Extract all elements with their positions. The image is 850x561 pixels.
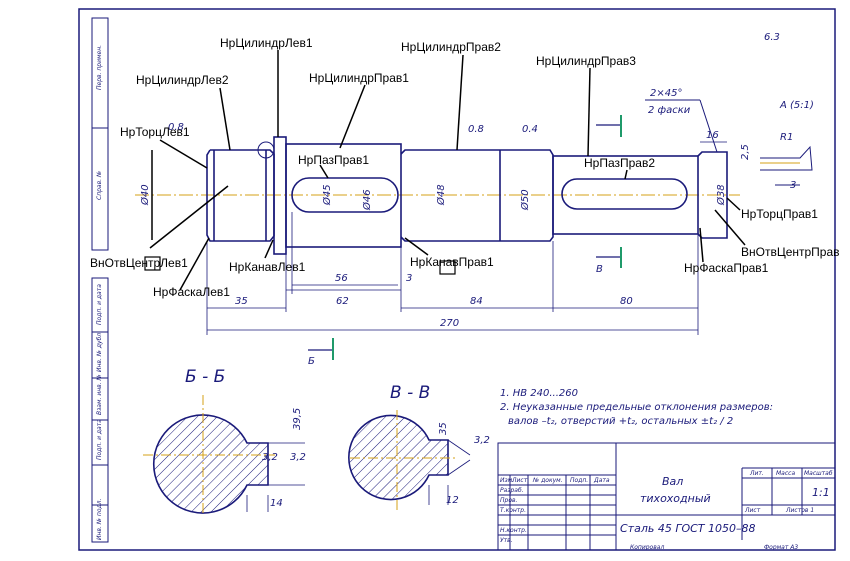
side-strip-label: Подп. и дата — [96, 284, 103, 325]
sec-b-r2: 3,2 — [290, 452, 306, 463]
side-strip-label: Инв. № дубл. — [96, 331, 103, 372]
callout-cyl-left1: НрЦилиндрЛев1 — [220, 36, 313, 50]
dia-right: Ø38 — [715, 184, 727, 206]
sec-v-h: 35 — [438, 422, 449, 435]
dimension-lines — [206, 141, 727, 335]
dim-16: 16 — [706, 130, 719, 141]
section-v-title: В - В — [390, 383, 430, 403]
dim-35: 35 — [235, 296, 248, 307]
sheet-frame — [78, 8, 836, 551]
tb-sheet: Лист — [744, 507, 761, 514]
sec-b-r: 3,2 — [262, 452, 278, 463]
cut-markers — [308, 124, 621, 351]
callout-center-hole-right: ВнОтвЦентрПрав — [741, 245, 840, 259]
tb-mass: Масса — [776, 470, 795, 477]
dim-25: 2,5 — [740, 144, 751, 160]
sec-b-w: 14 — [270, 498, 283, 509]
tb-row: № докум. — [532, 477, 563, 484]
callout-groove-right1: НрКанавПрав1 — [410, 255, 494, 269]
tb-sheets: Листов 1 — [785, 507, 814, 514]
tb-row: Подп. — [570, 477, 588, 484]
chamfer-note-top: 2×45° — [650, 88, 682, 99]
dim-3: 3 — [406, 273, 412, 284]
side-strip-label: Перв. примен. — [96, 45, 103, 90]
callout-leaders — [149, 50, 746, 291]
dim-270: 270 — [440, 318, 459, 329]
note-line: валов –t₂, отверстий +t₂, остальных ±t₂ … — [508, 416, 733, 427]
dim-56: 56 — [335, 273, 348, 284]
note-line: 1. НВ 240...260 — [500, 388, 578, 399]
section-b-title: Б - Б — [185, 367, 225, 387]
callout-face-left1: НрТорцЛев1 — [120, 125, 190, 139]
rough-08b: 0.8 — [468, 124, 484, 135]
callout-chamfer-left1: НрФаскаЛев1 — [153, 285, 230, 299]
material: Сталь 45 ГОСТ 1050–88 — [620, 522, 756, 535]
callout-cyl-right2: НрЦилиндрПрав2 — [401, 40, 501, 54]
detail-circle — [257, 141, 275, 159]
callout-chamfer-right1: НрФаскаПрав1 — [684, 261, 769, 275]
dim-62: 62 — [336, 296, 349, 307]
callout-cyl-left2: НрЦилиндрЛев2 — [136, 73, 229, 87]
dia-mid: Ø48 — [435, 184, 447, 206]
side-strip-label: Подп. и дата — [96, 419, 103, 460]
tb-copied: Копировал — [630, 544, 664, 551]
chamfer-leader — [699, 99, 718, 153]
tb-row: Дата — [593, 477, 610, 484]
side-strip — [91, 17, 109, 543]
tb-scale: 1:1 — [812, 486, 830, 499]
tb-row: Лист — [511, 477, 528, 484]
side-strip-label: Инв. № подл. — [96, 499, 103, 540]
tb-row: Утв. — [500, 537, 513, 544]
dia-left: Ø40 — [139, 184, 151, 206]
tb-row: Пров. — [500, 497, 518, 504]
rough-04: 0.4 — [522, 124, 538, 135]
tb-scale-hdr: Масштаб — [804, 470, 833, 477]
groove-marker-box — [439, 260, 456, 275]
dia-cyl: Ø46 — [361, 189, 373, 211]
detail-a-title: А (5:1) — [779, 100, 814, 111]
sec-v-w: 12 — [446, 495, 459, 506]
rough-08: 0.8 — [168, 122, 184, 133]
dim-80: 80 — [620, 296, 633, 307]
hole-marker-box — [144, 256, 161, 271]
cut-b-label: Б — [308, 356, 315, 367]
tb-row: Изм. — [500, 477, 514, 484]
tb-lit: Лит. — [749, 470, 764, 477]
callout-slot-right1: НрПазПрав1 — [298, 153, 369, 167]
chamfer-note-bottom: 2 фаски — [648, 105, 691, 116]
sec-b-h: 39,5 — [292, 408, 303, 430]
dia-slot: Ø45 — [321, 184, 333, 206]
tb-row: Т.контр. — [500, 507, 526, 514]
side-strip-label: Взам. инв. № — [96, 374, 103, 415]
detail-a — [760, 145, 813, 186]
callout-face-right1: НрТорцПрав1 — [741, 207, 818, 221]
callout-center-hole-left1: ВнОтвЦентрЛев1 — [90, 256, 188, 270]
radius-label: R1 — [780, 132, 793, 143]
tb-row: Разраб. — [500, 487, 524, 494]
dia-mid2: Ø50 — [519, 189, 531, 211]
section-v — [348, 410, 471, 510]
callout-slot-right2: НрПазПрав2 — [584, 156, 655, 170]
section-b — [143, 395, 305, 515]
part-name: Вал — [662, 475, 683, 488]
callout-cyl-right1: НрЦилиндрПрав1 — [309, 71, 409, 85]
dim-84: 84 — [470, 296, 483, 307]
title-block — [497, 442, 836, 551]
side-strip-label: Справ. № — [96, 171, 103, 200]
cut-v-label: В — [596, 264, 603, 275]
tb-row: Н.контр. — [500, 527, 527, 534]
detail-dim: 3 — [790, 180, 796, 191]
part-name-2: тихоходный — [640, 492, 711, 505]
callout-groove-left1: НрКанавЛев1 — [229, 260, 306, 274]
corner-code: 6.3 — [764, 32, 780, 43]
note-line: 2. Неуказанные предельные отклонения раз… — [500, 402, 773, 413]
callout-cyl-right3: НрЦилиндрПрав3 — [536, 54, 636, 68]
sec-v-r: 3,2 — [474, 435, 490, 446]
tb-format: Формат А3 — [764, 544, 798, 551]
